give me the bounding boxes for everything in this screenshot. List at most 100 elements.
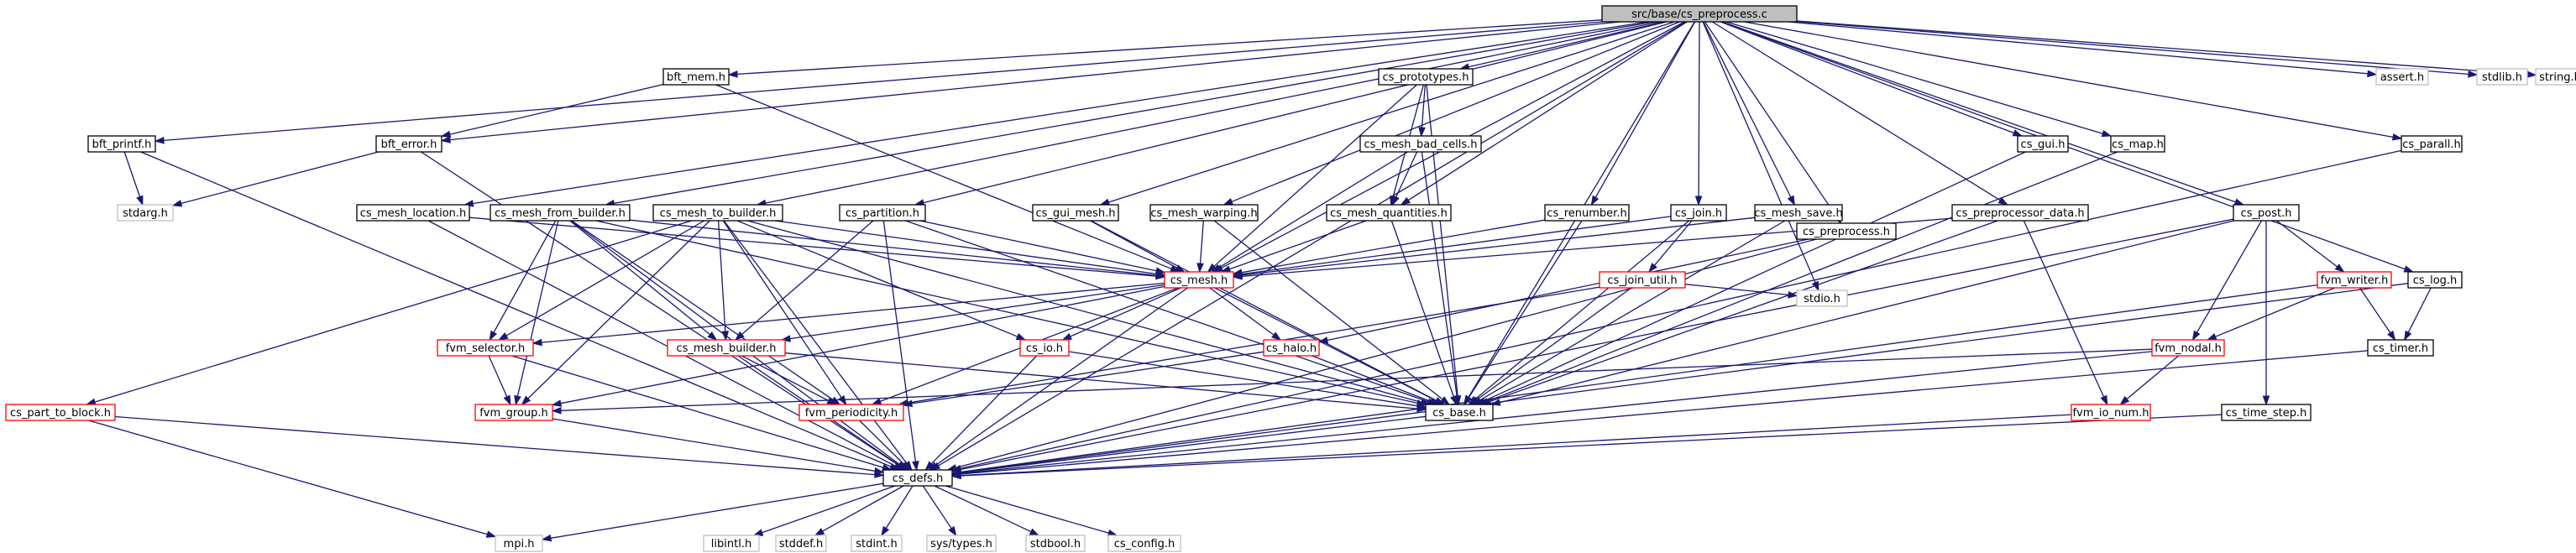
- edge-line: [94, 220, 692, 403]
- edge-cs_mesh-to-cs_halo: [1209, 287, 1282, 341]
- node-stdio[interactable]: stdio.h: [1796, 290, 1848, 307]
- node-box: [775, 535, 827, 552]
- edge-line: [1703, 21, 1792, 198]
- node-string[interactable]: string.h: [2535, 68, 2576, 86]
- node-cs-mesh-builder[interactable]: cs_mesh_builder.h: [667, 339, 786, 357]
- edge-line: [905, 220, 1429, 403]
- node-cs-join[interactable]: cs_join.h: [1670, 204, 1727, 222]
- edge-arrowhead: [900, 461, 911, 472]
- node-fvm-io-num[interactable]: fvm_io_num.h: [2071, 404, 2151, 421]
- edge-root-to-cs_map: [1725, 21, 2113, 138]
- node-fvm-selector[interactable]: fvm_selector.h: [437, 339, 534, 357]
- edge-line: [859, 420, 904, 465]
- node-stddef[interactable]: stddef.h: [775, 535, 827, 552]
- node-label: cs_halo.h: [1266, 342, 1317, 355]
- node-cs-mesh-from-builder[interactable]: cs_mesh_from_builder.h: [490, 204, 631, 222]
- node-cs-partition[interactable]: cs_partition.h: [839, 204, 926, 222]
- node-cs-log[interactable]: cs_log.h: [2407, 271, 2463, 289]
- node-cs-gui-mesh[interactable]: cs_gui_mesh.h: [1032, 204, 1119, 222]
- node-assert[interactable]: assert.h: [2375, 68, 2429, 86]
- node-cs-mesh-quantities[interactable]: cs_mesh_quantities.h: [1326, 204, 1452, 222]
- edge-line: [736, 220, 1018, 337]
- node-fvm-writer[interactable]: fvm_writer.h: [2317, 271, 2392, 289]
- edge-line: [1487, 151, 2118, 402]
- node-cs-preprocessor-data[interactable]: cs_preprocessor_data.h: [1951, 204, 2089, 222]
- edge-line: [1213, 84, 1417, 267]
- node-stdbool[interactable]: stdbool.h: [1025, 535, 1086, 552]
- edge-arrowhead: [2526, 70, 2537, 78]
- node-cs-gui[interactable]: cs_gui.h: [2017, 135, 2069, 153]
- node-label: cs_defs.h: [893, 472, 943, 485]
- edge-line: [550, 483, 884, 539]
- node-cs-join-util[interactable]: cs_join_util.h: [1599, 271, 1686, 289]
- node-cs-io[interactable]: cs_io.h: [1019, 339, 1070, 357]
- edge-arrowhead: [1223, 198, 1234, 206]
- edge-root-to-cs_mesh_location: [463, 21, 1648, 207]
- node-cs-post[interactable]: cs_post.h: [2233, 204, 2300, 222]
- edge-cs_post-to-fvm_nodal: [2191, 220, 2263, 342]
- node-cs-mesh-location[interactable]: cs_mesh_location.h: [356, 204, 470, 222]
- node-label: cs_mesh_to_builder.h: [660, 207, 777, 220]
- edge-line: [1489, 220, 1998, 403]
- node-mpi[interactable]: mpi.h: [495, 535, 543, 552]
- edge-line: [1744, 21, 2394, 138]
- node-bft-mem[interactable]: bft_mem.h: [662, 68, 730, 86]
- node-fvm-group[interactable]: fvm_group.h: [474, 404, 553, 421]
- node-label: cs_post.h: [2241, 207, 2292, 220]
- node-cs-defs[interactable]: cs_defs.h: [882, 469, 953, 487]
- edge-arrowhead: [2391, 133, 2403, 141]
- node-bft-error[interactable]: bft_error.h: [375, 135, 442, 153]
- node-label: cs_mesh_quantities.h: [1330, 207, 1448, 220]
- edge-bft_printf-to-stdarg: [123, 151, 144, 206]
- node-label: cs_mesh_warping.h: [1150, 207, 1257, 220]
- node-cs-mesh[interactable]: cs_mesh.h: [1164, 271, 1234, 289]
- node-box: [2476, 68, 2528, 86]
- edge-line: [960, 414, 2072, 477]
- node-cs-halo[interactable]: cs_halo.h: [1263, 339, 1320, 357]
- edge-arrowhead: [752, 529, 764, 536]
- edge-arrowhead: [881, 525, 890, 537]
- edge-cs_mesh_bad_cells-to-cs_mesh: [1211, 151, 1408, 273]
- node-cs-part-to-block[interactable]: cs_part_to_block.h: [5, 404, 116, 421]
- node-stdlib[interactable]: stdlib.h: [2476, 68, 2528, 86]
- edge-arrowhead: [1317, 336, 1329, 344]
- node-cs-prototypes[interactable]: cs_prototypes.h: [1378, 68, 1474, 86]
- edge-line: [449, 21, 1620, 141]
- edge-cs_parall-to-cs_defs: [950, 149, 2402, 472]
- node-bft-printf[interactable]: bft_printf.h: [87, 135, 156, 153]
- node-cs-preprocess-h[interactable]: cs_preprocess.h: [1796, 222, 1897, 240]
- node-cs-map[interactable]: cs_map.h: [2110, 135, 2165, 153]
- node-cs-mesh-bad-cells[interactable]: cs_mesh_bad_cells.h: [1359, 135, 1482, 153]
- edge-line: [1725, 21, 2103, 134]
- node-cs-base[interactable]: cs_base.h: [1425, 404, 1494, 421]
- edge-cs_mesh_builder-to-fvm_periodicity: [741, 355, 837, 405]
- node-root[interactable]: src/base/cs_preprocess.c: [1601, 5, 1798, 23]
- node-libintl[interactable]: libintl.h: [703, 535, 760, 552]
- node-cs-config[interactable]: cs_config.h: [1107, 535, 1181, 552]
- edge-line: [2359, 287, 2391, 334]
- edge-cs_mesh_quantities-to-cs_base: [1390, 220, 1458, 406]
- node-cs-time-step[interactable]: cs_time_step.h: [2221, 404, 2312, 421]
- node-cs-timer[interactable]: cs_timer.h: [2367, 339, 2434, 357]
- node-cs-renumber[interactable]: cs_renumber.h: [1544, 204, 1630, 222]
- node-box: [2367, 339, 2434, 357]
- edge-cs_preprocessor_data-to-cs_base: [1480, 220, 1998, 405]
- edge-bft_error-to-cs_defs: [421, 151, 907, 471]
- node-label: mpi.h: [504, 538, 535, 550]
- node-stdarg[interactable]: stdarg.h: [117, 204, 174, 222]
- edge-cs_post-to-cs_defs: [950, 218, 2234, 473]
- node-stdint[interactable]: stdint.h: [851, 535, 903, 552]
- node-fvm-periodicity[interactable]: fvm_periodicity.h: [798, 404, 904, 421]
- edge-line: [1090, 220, 1437, 401]
- node-cs-parall[interactable]: cs_parall.h: [2401, 135, 2463, 153]
- edge-cs_partition-to-cs_defs: [882, 220, 919, 472]
- node-fvm-nodal[interactable]: fvm_nodal.h: [2151, 339, 2225, 357]
- node-cs-mesh-to-builder[interactable]: cs_mesh_to_builder.h: [652, 204, 783, 222]
- node-sys-types[interactable]: sys/types.h: [926, 535, 997, 552]
- node-cs-mesh-warping[interactable]: cs_mesh_warping.h: [1149, 204, 1259, 222]
- node-label: cs_join.h: [1675, 207, 1722, 220]
- edge-line: [1199, 220, 1204, 264]
- edge-arrowhead: [1207, 263, 1217, 273]
- edge-line: [1421, 84, 1426, 128]
- node-cs-mesh-save[interactable]: cs_mesh_save.h: [1754, 204, 1843, 222]
